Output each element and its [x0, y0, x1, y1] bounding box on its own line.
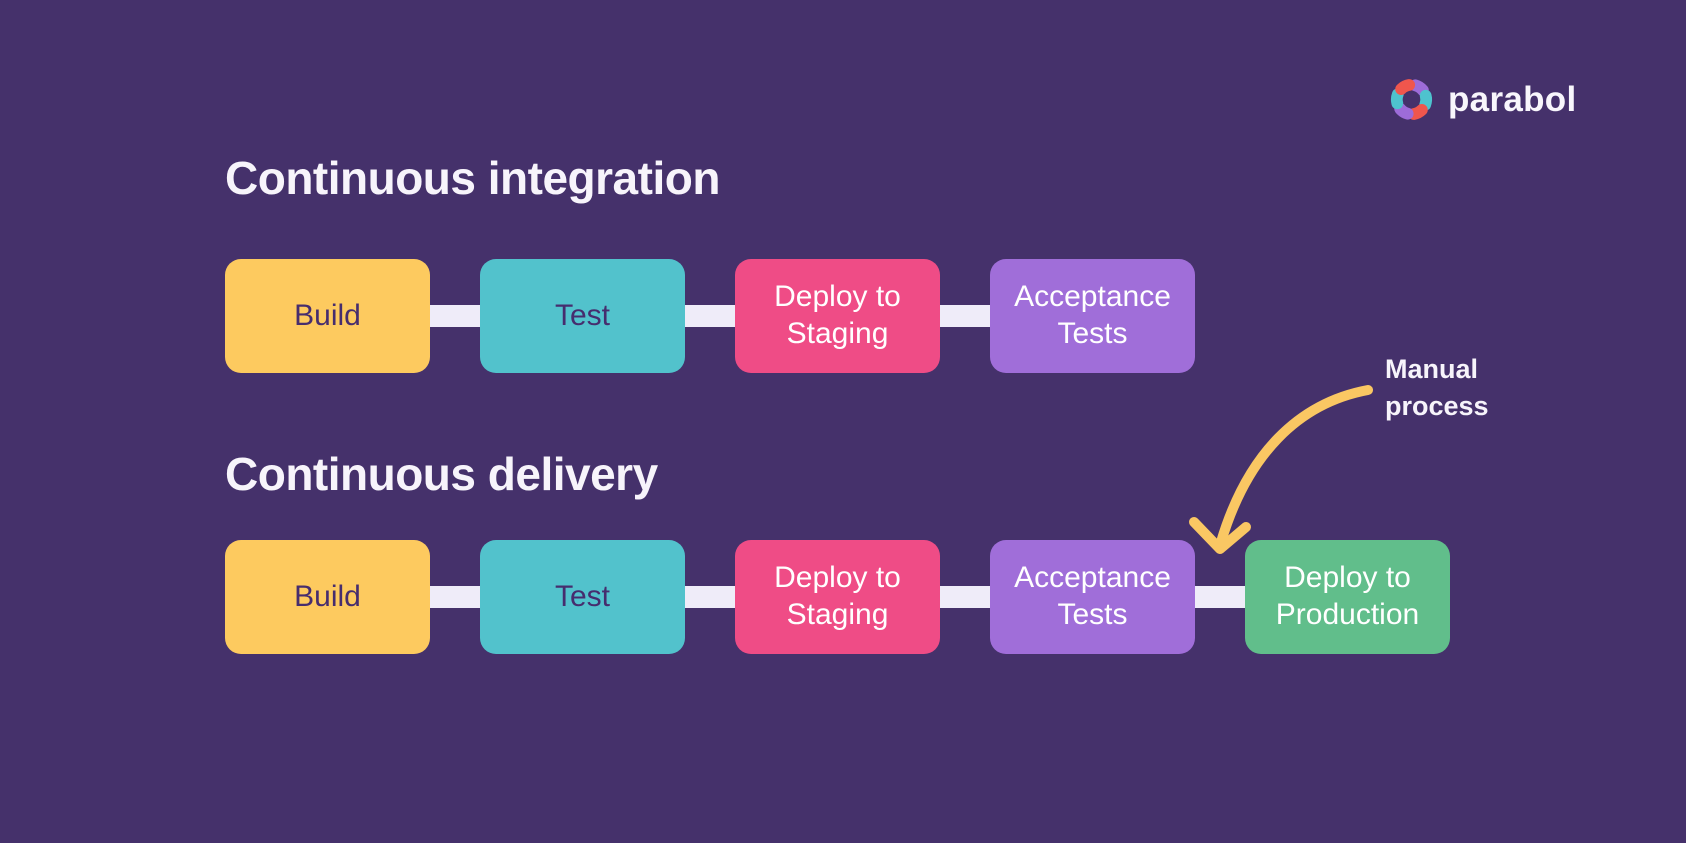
step-build: Build [225, 259, 430, 373]
pipeline-title-continuous-integration: Continuous integration [225, 152, 720, 204]
parabol-logo-icon [1390, 79, 1433, 120]
logo-petal [1419, 89, 1433, 111]
logo-petal [1409, 79, 1429, 97]
step-deploy-to-staging: Deploy to Staging [735, 259, 940, 373]
parabol-logo-text: parabol [1448, 79, 1577, 119]
pipeline-row-continuous-integration: Build Test Deploy to Staging Acceptance Tes… [225, 259, 1195, 373]
logo-petal [1394, 102, 1414, 120]
manual-process-label-line1: Manual [1385, 354, 1479, 384]
logo-petal [1407, 104, 1428, 120]
manual-process-label: Manual process [1385, 351, 1489, 425]
manual-process-label-line2: process [1385, 391, 1489, 421]
step-test: Test [480, 540, 685, 654]
pipeline-title-continuous-delivery: Continuous delivery [225, 448, 658, 500]
step-acceptance-tests: Acceptance Tests [990, 259, 1195, 373]
pipeline-row-continuous-delivery: Build Test Deploy to Staging Acceptance Tes… [225, 540, 1450, 654]
logo-petal [1395, 79, 1416, 95]
step-test: Test [480, 259, 685, 373]
manual-process-arrow-curve [1216, 385, 1373, 547]
step-build: Build [225, 540, 430, 654]
logo-petal [1390, 88, 1404, 110]
parabol-logo: parabol [1388, 76, 1577, 123]
step-deploy-to-production: Deploy to Production [1245, 540, 1450, 654]
step-deploy-to-staging: Deploy to Staging [735, 540, 940, 654]
step-acceptance-tests: Acceptance Tests [990, 540, 1195, 654]
